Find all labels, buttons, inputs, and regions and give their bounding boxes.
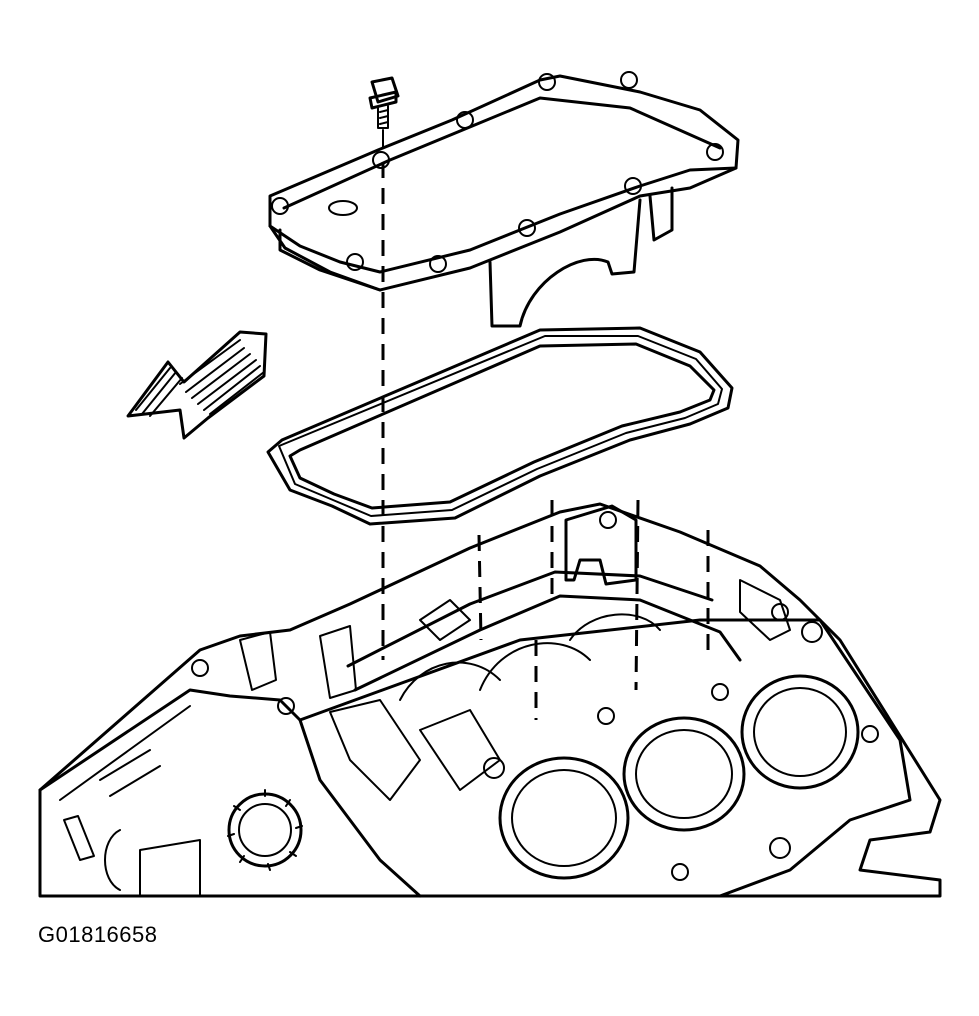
engine-block bbox=[38, 502, 942, 898]
oil-pan-bolt bbox=[368, 76, 400, 161]
oil-pan-gasket bbox=[266, 326, 734, 526]
figure-id-label: G01816658 bbox=[38, 922, 158, 947]
front-direction-arrow-icon bbox=[126, 330, 268, 440]
oil-pan bbox=[268, 71, 740, 328]
alignment-lines bbox=[381, 162, 710, 720]
oil-pan-assembly-diagram bbox=[38, 71, 942, 898]
